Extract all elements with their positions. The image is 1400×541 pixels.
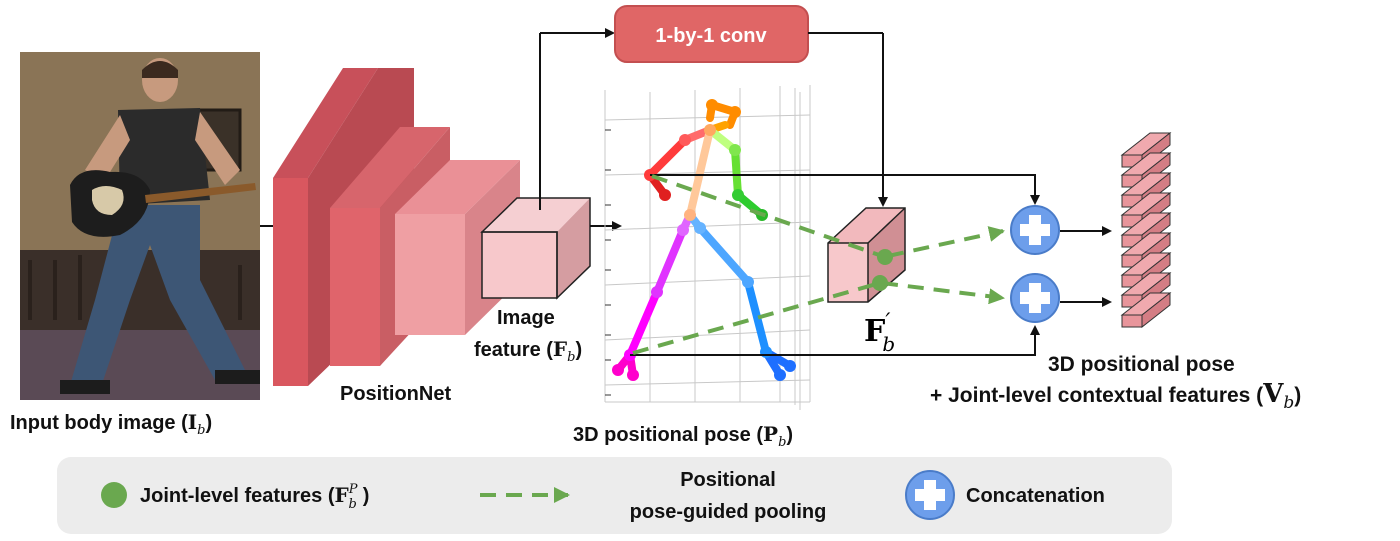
joint-to-concat-top-arrow bbox=[650, 174, 1040, 205]
positionnet-label: PositionNet bbox=[340, 383, 451, 405]
block-3-top bbox=[395, 160, 520, 214]
pose-joints bbox=[612, 99, 796, 381]
output-label-line2: + Joint-level contextual features (Vb) bbox=[930, 379, 1301, 413]
output-label-line1: 3D positional pose bbox=[1048, 353, 1235, 376]
legend-panel bbox=[57, 457, 1172, 534]
concat-icon-bottom bbox=[1010, 273, 1060, 323]
block-2-front bbox=[330, 208, 380, 366]
output-feature-slab bbox=[1120, 291, 1172, 329]
pose-plot-grid bbox=[604, 85, 811, 410]
pose-label: 3D positional pose (Pb) bbox=[573, 422, 793, 450]
output-feature-stack bbox=[1120, 131, 1172, 329]
conv-box: 1-by-1 conv bbox=[614, 5, 809, 63]
block-1-front bbox=[273, 178, 308, 386]
joint-to-concat-bottom-arrow bbox=[630, 325, 1040, 356]
input-label: Input body image (Ib) bbox=[10, 410, 212, 438]
input-body-photo bbox=[20, 52, 260, 400]
fprime-label: F′b bbox=[864, 310, 895, 356]
legend-concat-label: Concatenation bbox=[966, 485, 1105, 507]
joint-feature-dot-top bbox=[877, 249, 893, 265]
pooling-lines bbox=[632, 174, 1005, 355]
legend-pooling-line2: pose-guided pooling bbox=[630, 501, 827, 523]
pose-plot-ticks bbox=[605, 129, 611, 396]
block-1-top bbox=[273, 68, 378, 178]
feature-block-front bbox=[481, 231, 558, 299]
image-feature-label-line1: Image bbox=[497, 307, 555, 329]
conv-label: 1-by-1 conv bbox=[655, 25, 767, 47]
positionnet-blocks bbox=[273, 68, 591, 386]
legend-joint-dot bbox=[101, 482, 127, 508]
image-feature-label-line2: feature (Fb) bbox=[474, 337, 582, 365]
legend-pooling-line1: Positional bbox=[680, 469, 776, 491]
block-2-top bbox=[330, 127, 450, 208]
block-3-front bbox=[395, 214, 465, 335]
concat-icon-top bbox=[1010, 205, 1060, 255]
pose-skeleton bbox=[614, 101, 794, 379]
joint-feature-dot-bottom bbox=[872, 275, 888, 291]
legend-concat-icon bbox=[905, 470, 955, 520]
